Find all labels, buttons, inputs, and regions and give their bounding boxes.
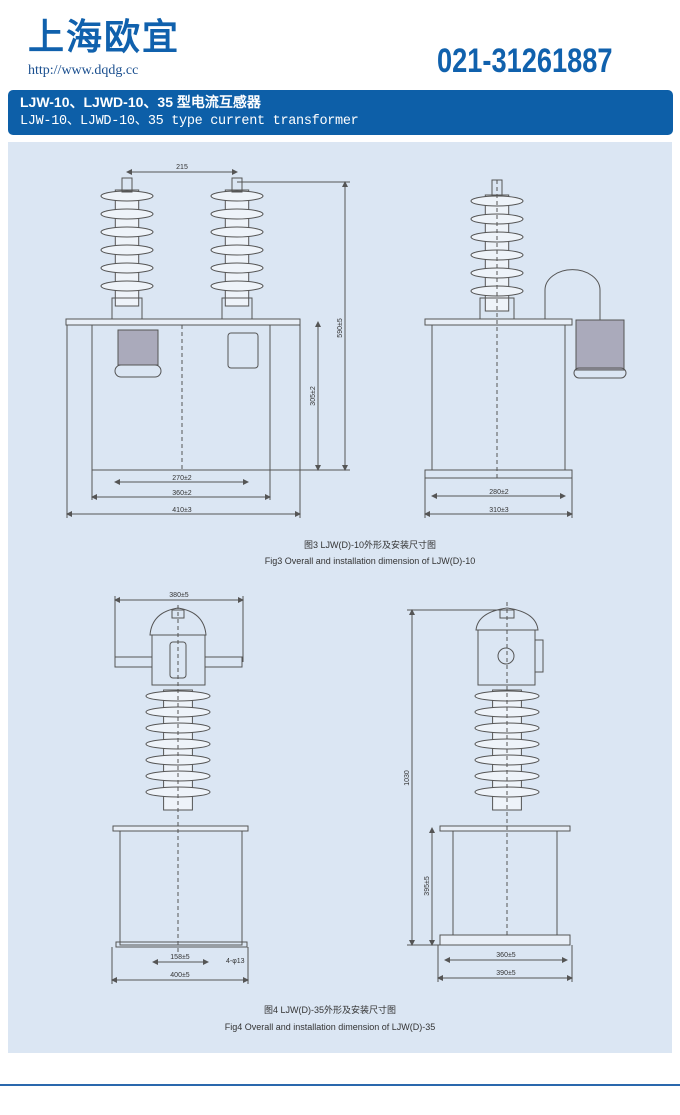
insulator-shed <box>100 244 154 256</box>
fig4-caption-cn: 图4 LJW(D)-35外形及安装尺寸图 <box>264 1004 396 1015</box>
website-url[interactable]: http://www.dqdg.cc <box>28 63 139 78</box>
dim-side-box-35: 360±5 <box>496 952 516 959</box>
insulator-shed <box>210 190 264 202</box>
fig3-side-view: 280±2 310±3 <box>424 179 627 518</box>
insulator <box>210 189 264 307</box>
insulator-shed <box>210 262 264 274</box>
insulator-shed <box>100 190 154 202</box>
dim-side-total-35: 390±5 <box>496 970 516 977</box>
dim-side-total: 310±3 <box>489 507 509 514</box>
insulator-shed <box>100 262 154 274</box>
dim-height-box-35: 395±5 <box>424 876 431 896</box>
dim-holes: 4-φ13 <box>226 958 245 965</box>
dim-side-box: 280±2 <box>489 489 509 496</box>
dim-mount-spacing: 158±5 <box>170 954 190 961</box>
dim-spacing: 215 <box>176 164 188 171</box>
insulator <box>100 189 154 307</box>
insulator-shed <box>210 226 264 238</box>
title-en: LJW-10、LJWD-10、35 type current transform… <box>20 114 359 129</box>
title-cn: LJW-10、LJWD-10、35 型电流互感器 <box>20 94 261 110</box>
insulator-shed <box>210 208 264 220</box>
dim-width-total: 410±3 <box>172 507 192 514</box>
dim-terminal-span: 380±5 <box>169 592 189 599</box>
fig4-side-view: 1030 395±5 360±5 390±5 <box>404 602 573 982</box>
fig3-front-view: 215 590±5 305±2 270±2 360±2 410±3 <box>65 164 350 518</box>
insulator-shed <box>210 244 264 256</box>
dim-width-box: 360±2 <box>172 490 192 497</box>
fig4-front-view: 380±5 158±5 4-φ13 400±5 <box>111 592 249 984</box>
dim-width-total-35: 400±5 <box>170 972 190 979</box>
fig4-caption-en: Fig4 Overall and installation dimension … <box>225 1022 436 1032</box>
insulator <box>145 689 211 811</box>
dim-height-total-35: 1030 <box>404 770 411 786</box>
insulator-shed <box>100 208 154 220</box>
footer-divider <box>0 1084 680 1086</box>
insulator-shed <box>210 280 264 292</box>
dim-height-total: 590±5 <box>337 318 344 338</box>
company-logo: 上海欧宜 <box>28 17 181 58</box>
fig3-caption-en: Fig3 Overall and installation dimension … <box>265 556 476 566</box>
dim-width-mount: 270±2 <box>172 475 192 482</box>
phone-number: 021-31261887 <box>437 42 613 80</box>
title-banner: LJW-10、LJWD-10、35 型电流互感器 LJW-10、LJWD-10、… <box>8 90 673 135</box>
dim-height-box: 305±2 <box>310 386 317 406</box>
insulator-shed <box>100 226 154 238</box>
fig3-caption-cn: 图3 LJW(D)-10外形及安装尺寸图 <box>304 539 436 550</box>
insulator-shed <box>100 280 154 292</box>
